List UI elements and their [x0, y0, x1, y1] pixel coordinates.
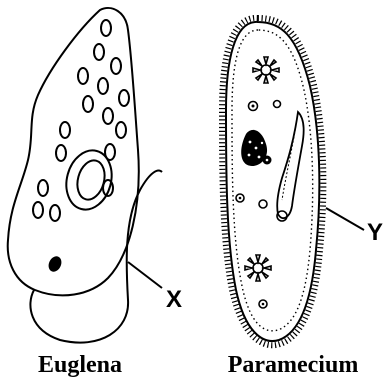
euglena-nucleus-inner: [73, 157, 108, 202]
paramecium-cell: [222, 18, 323, 345]
contractile-vacuole-top: [253, 57, 279, 83]
chloroplast: [38, 180, 48, 196]
food-vacuole: [262, 303, 265, 306]
food-vacuole: [239, 197, 242, 200]
euglena-body-outline: [8, 8, 139, 295]
chloroplast: [111, 58, 121, 74]
chloroplast: [56, 145, 66, 161]
chloroplast: [98, 78, 108, 94]
caption-paramecium: Paramecium: [213, 352, 373, 379]
paramecium-oral-groove: [277, 112, 303, 218]
chloroplast: [116, 122, 126, 138]
chloroplast: [78, 68, 88, 84]
euglena-chloroplasts: [33, 20, 129, 221]
euglena-eyespot: [46, 254, 64, 274]
chloroplast: [50, 205, 60, 221]
chloroplast: [94, 44, 104, 60]
chloroplast: [119, 90, 129, 106]
pointer-line-x: [128, 262, 162, 288]
contractile-vacuole-bottom: [245, 255, 271, 281]
food-vacuole: [274, 101, 281, 108]
chloroplast: [33, 202, 43, 218]
label-y: Y: [367, 221, 383, 245]
food-vacuole: [252, 105, 255, 108]
euglena-cell: [8, 8, 162, 343]
food-vacuole: [259, 200, 267, 208]
pointer-line-y: [326, 208, 364, 230]
chloroplast: [83, 96, 93, 112]
caption-euglena: Euglena: [0, 352, 160, 379]
micronucleus-highlight: [266, 159, 269, 162]
chloroplast: [101, 20, 111, 36]
chloroplast: [60, 122, 70, 138]
label-x: X: [166, 288, 182, 312]
chloroplast: [103, 108, 113, 124]
